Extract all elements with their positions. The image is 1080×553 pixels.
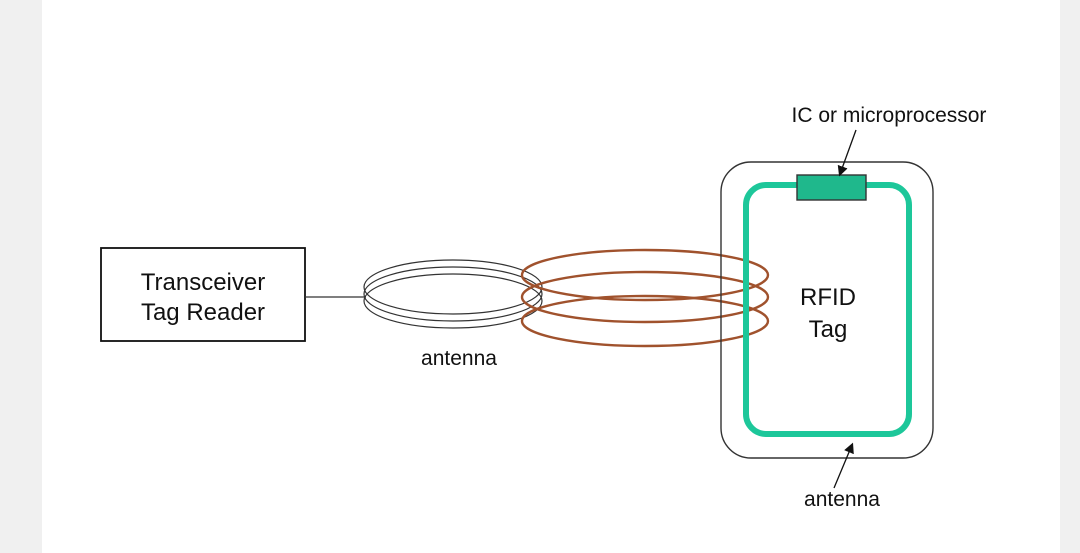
tag-label-line2: Tag (809, 316, 848, 343)
tag-label-line1: RFID (800, 284, 856, 311)
reader-antenna-coil (363, 259, 543, 329)
rfid-tag: RFID Tag (720, 161, 934, 459)
chip-arrow (837, 129, 857, 177)
tag-antenna-arrow (833, 442, 854, 489)
transceiver-label-line2: Tag Reader (141, 299, 265, 326)
tag-body (720, 161, 934, 459)
chip (796, 174, 867, 201)
transceiver-label-line1: Transceiver (141, 269, 265, 296)
field-coils (520, 248, 770, 348)
transceiver-box: Transceiver Tag Reader (100, 247, 306, 342)
tag-antenna-label: antenna (804, 488, 880, 511)
chip-label: IC or microprocessor (792, 104, 987, 127)
reader-antenna-label: antenna (421, 347, 497, 370)
